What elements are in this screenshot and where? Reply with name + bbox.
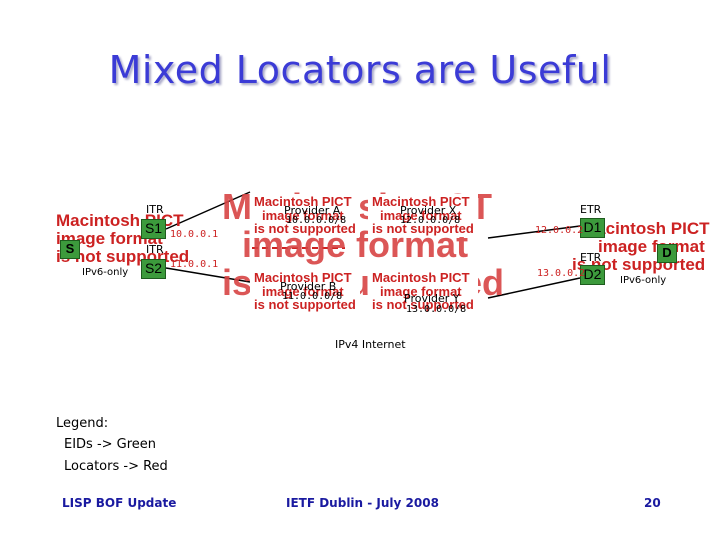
itr-label-bottom: ITR [146, 243, 164, 256]
provider-a-prefix: 10.0.0.0/8 [286, 215, 347, 226]
slide-title: Mixed Locators are Useful [108, 48, 612, 92]
provider-x-name: Provider X [400, 204, 457, 217]
host-d-node: D [657, 244, 677, 263]
provider-a-image-placeholder: Macintosh PICT image format is not suppo… [250, 194, 360, 237]
etr-label-bottom: ETR [580, 251, 602, 264]
page-number: 20 [644, 496, 661, 510]
provider-y-image-placeholder: Macintosh PICT image format is not suppo… [368, 270, 478, 313]
locator-s1: 10.0.0.1 [170, 229, 219, 240]
left-ipv6-only-note: IPv6-only [82, 267, 129, 278]
legend-eids: EIDs -> Green [64, 437, 157, 452]
ipv4-internet-label: IPv4 Internet [335, 338, 406, 351]
etr-d2-node: D2 [580, 265, 605, 285]
host-s-node: S [60, 240, 80, 259]
link-provider-x-d1 [487, 225, 581, 239]
link-s1-provider-a [165, 191, 251, 230]
etr-label-top: ETR [580, 203, 602, 216]
locator-d1: 12.0.0.2 [535, 225, 584, 236]
legend-locators: Locators -> Red [64, 459, 168, 474]
locator-s2: 11.0.0.1 [170, 259, 219, 270]
locator-d2: 13.0.0.2 [537, 268, 586, 279]
footer-left: LISP BOF Update [62, 496, 177, 510]
itr-label-top: ITR [146, 203, 164, 216]
provider-y-name: Provider Y [404, 292, 460, 305]
provider-b-image-placeholder: Macintosh PICT image format is not suppo… [250, 270, 360, 313]
provider-x-image-placeholder: Macintosh PICT image format is not suppo… [368, 194, 478, 237]
footer-center: IETF Dublin - July 2008 [286, 496, 439, 510]
etr-d1-node: D1 [580, 218, 605, 238]
legend-heading: Legend: [56, 416, 109, 431]
provider-x-prefix: 12.0.0.0/8 [400, 215, 461, 226]
itr-s2-node: S2 [141, 259, 166, 279]
itr-s1-node: S1 [141, 219, 166, 239]
link-s2-provider-b [165, 267, 251, 283]
provider-b-prefix: 11.0.0.0/8 [282, 291, 343, 302]
provider-b-name: Provider B [280, 280, 337, 293]
provider-a-name: Provider A [284, 204, 341, 217]
link-provider-y-d2 [487, 277, 581, 299]
right-ipv6-only-note: IPv6-only [620, 275, 667, 286]
provider-y-prefix: 13.0.0.0/8 [406, 304, 467, 315]
